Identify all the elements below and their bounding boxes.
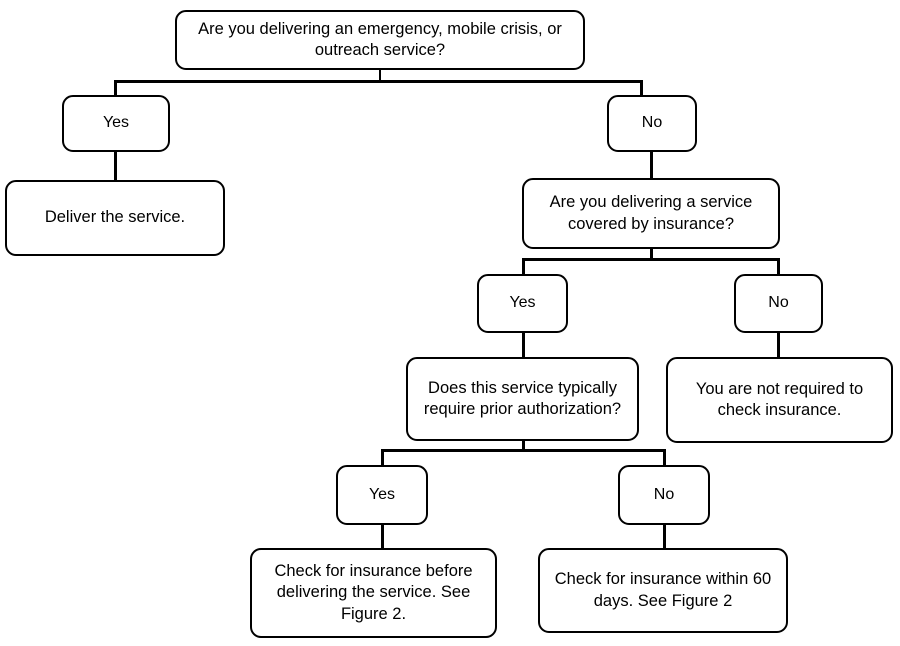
node-check-before-label: Check for insurance before delivering th… (274, 561, 473, 623)
node-root-yes[interactable]: Yes (62, 95, 170, 152)
node-not-required-label: You are not required to check insurance. (695, 379, 864, 419)
connector-insurance-split-bar (522, 258, 779, 261)
node-insurance-question-label: Are you delivering a service covered by … (549, 193, 753, 233)
connector-prior-auth-split-bar (381, 449, 666, 452)
node-insurance-yes-label: Yes (509, 294, 536, 312)
connector-insurance-no-to-not-required (777, 331, 780, 359)
node-insurance-yes[interactable]: Yes (477, 274, 568, 333)
node-root-yes-label: Yes (102, 114, 130, 132)
node-root-question[interactable]: Are you delivering an emergency, mobile … (175, 10, 585, 70)
connector-prior-auth-yes-to-check-before (381, 523, 384, 550)
connector-root-stem (378, 70, 382, 82)
connector-insurance-to-yes (522, 258, 525, 276)
connector-root-split-bar (114, 80, 643, 83)
node-root-question-label: Are you delivering an emergency, mobile … (198, 19, 562, 59)
node-deliver-service-label: Deliver the service. (44, 208, 186, 227)
node-insurance-question[interactable]: Are you delivering a service covered by … (522, 178, 780, 249)
node-insurance-no-label: No (768, 294, 789, 312)
connector-yes-to-deliver (114, 150, 117, 182)
node-deliver-service[interactable]: Deliver the service. (5, 180, 225, 256)
connector-insurance-yes-to-prior-auth (522, 331, 525, 359)
connector-root-to-yes (114, 80, 117, 97)
node-prior-auth-yes[interactable]: Yes (336, 465, 428, 525)
node-check-within-60-label: Check for insurance within 60 days. See … (554, 570, 772, 610)
node-check-before[interactable]: Check for insurance before delivering th… (250, 548, 497, 638)
node-root-no[interactable]: No (607, 95, 697, 152)
node-prior-auth-no-label: No (653, 485, 675, 503)
node-not-required[interactable]: You are not required to check insurance. (666, 357, 893, 443)
connector-prior-auth-stem (522, 438, 525, 451)
node-prior-auth-question-label: Does this service typically require prio… (423, 378, 622, 418)
connector-root-to-no (640, 80, 643, 97)
connector-no-to-insurance-question (650, 150, 653, 180)
node-check-within-60[interactable]: Check for insurance within 60 days. See … (538, 548, 788, 633)
node-insurance-no[interactable]: No (734, 274, 823, 333)
connector-prior-auth-to-no (663, 449, 666, 467)
node-prior-auth-question[interactable]: Does this service typically require prio… (406, 357, 639, 441)
connector-insurance-to-no (777, 258, 780, 276)
connector-prior-auth-to-yes (381, 449, 384, 467)
connector-prior-auth-no-to-check-within-60 (663, 523, 666, 550)
connector-insurance-question-stem (650, 247, 653, 260)
node-prior-auth-yes-label: Yes (368, 485, 396, 503)
node-root-no-label: No (641, 114, 663, 132)
node-prior-auth-no[interactable]: No (618, 465, 710, 525)
